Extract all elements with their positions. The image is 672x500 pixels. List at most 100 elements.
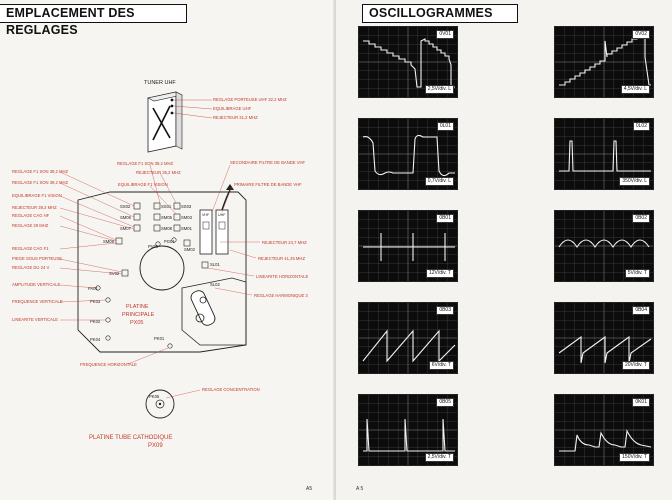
scope-calibration: 150V/div. T: [619, 453, 650, 462]
left-page: EMPLACEMENT DES REGLAGES TUNER UHF REGLA…: [0, 4, 313, 492]
left-callouts: [59, 171, 135, 321]
scope-calibration: 20V/div. T: [621, 361, 650, 370]
top-label-1: REGLAGE F1 SON 39,2 MHZ: [117, 161, 174, 166]
vhf-block: [199, 209, 213, 255]
oscillogram-0b05: 0B05 2,5V/div. T: [358, 394, 458, 466]
left-label-10: AMPLITUDE VERTICALE: [12, 282, 61, 287]
svg-text:SM05: SM05: [161, 215, 173, 220]
trace-svg: [359, 27, 457, 97]
right-label-1: REJECTEUR 24,7 MHZ: [262, 240, 307, 245]
scope-calibration: 6V/div. T: [428, 361, 454, 370]
scope-calibration: 350V/div. L: [619, 177, 650, 186]
left-label-11: FREQUENCE VERTICALE: [12, 299, 63, 304]
left-label-8: PIEGE SOUS PORTEUSE: [12, 256, 62, 261]
left-label-7: REGLAGE CAG F1: [12, 246, 49, 251]
scope-tag: 0K01: [632, 398, 650, 407]
right-label-2: REJECTEUR 41,25 MHZ: [258, 256, 305, 261]
page-number-right: A 5: [356, 486, 364, 492]
right-label-4: REGLAGE HARMONIQUE 3: [254, 293, 308, 298]
waveform-trace: [362, 134, 455, 177]
oscillogram-0v02: 0V02 4,5V/div. L: [554, 26, 654, 98]
svg-text:SS03: SS03: [181, 204, 192, 209]
platine-line-2: PRINCIPALE: [122, 312, 155, 318]
svg-text:PV01: PV01: [148, 244, 159, 249]
left-label-6: REGLAGE 29 MHZ: [12, 223, 49, 228]
svg-text:SM08: SM08: [161, 226, 173, 231]
left-label-12: LINEARITE VERTICALE: [12, 317, 58, 322]
svg-text:SL01: SL01: [210, 262, 220, 267]
scope-tag: 0L01: [436, 122, 454, 131]
waveform-trace: [559, 429, 652, 452]
oscillogram-0l01: 0L01 0,7V/div. L: [358, 118, 458, 190]
top-label-4: SECONDAIRE FILTRE DE BANDE VHF: [230, 160, 306, 165]
scope-tag: 0B04: [632, 306, 650, 315]
svg-text:PK02: PK02: [90, 319, 101, 324]
left-label-1: REGLAGE F1 SON 39,2 MHZ: [12, 169, 69, 174]
oscillogram-0b04: 0B04 20V/div. T: [554, 302, 654, 374]
page-title: EMPLACEMENT DES REGLAGES: [0, 4, 187, 37]
crt-adjust-label: REGLAGE CONCENTRATION: [202, 387, 260, 392]
svg-text:PK04: PK04: [90, 337, 101, 342]
oscillogram-0b02: 0B02 5V/div. T: [554, 210, 654, 282]
waveform-trace: [362, 329, 456, 363]
left-label-9: REGLAGE DU 24 V: [12, 265, 49, 270]
crt-code: PX09: [148, 443, 163, 449]
tuner-label-3: REJECTEUR 31,2 MHZ: [213, 115, 258, 120]
svg-text:PK03: PK03: [90, 299, 101, 304]
top-label-2: REJECTEUR 35,2 MHZ: [136, 170, 181, 175]
tuner-box: [147, 91, 183, 153]
svg-text:SM06: SM06: [120, 215, 132, 220]
tuner-title: TUNER UHF: [144, 80, 176, 86]
platine-line-3: PX05: [130, 320, 143, 326]
svg-text:VHF: VHF: [202, 213, 210, 217]
oscillogram-0k01: 0K01 150V/div. T: [554, 394, 654, 466]
waveform-trace: [558, 335, 652, 364]
trace-svg: [359, 303, 457, 373]
page-title: OSCILLOGRAMMES: [362, 4, 518, 23]
svg-text:SM02: SM02: [184, 247, 196, 252]
left-label-3: EQUILIBRAGE F1 VISION: [12, 193, 62, 198]
scope-calibration: 0,7V/div. L: [424, 177, 454, 186]
scope-tag: 0L02: [632, 122, 650, 131]
svg-text:SM07: SM07: [120, 226, 132, 231]
left-label-5: REGLAGE CAG HF: [12, 213, 50, 218]
svg-text:UHF: UHF: [218, 213, 226, 217]
right-label-3: LINEARITE HORIZONTALE: [256, 274, 308, 279]
trace-svg: [555, 27, 653, 97]
oscillogram-0l02: 0L02 350V/div. L: [554, 118, 654, 190]
svg-text:PG01: PG01: [164, 239, 175, 244]
svg-text:SM09: SM09: [103, 239, 115, 244]
scope-calibration: 4,5V/div. L: [620, 85, 650, 94]
scope-tag: 0B02: [632, 214, 650, 223]
crt-title: PLATINE TUBE CATHODIQUE: [89, 435, 172, 441]
top-label-5: PRIMAIRE FILTRE DE BANDE VHF: [234, 182, 302, 187]
bottom-label: FREQUENCE HORIZONTALE: [80, 362, 137, 367]
scope-tag: 0B05: [436, 398, 454, 407]
waveform-trace: [363, 233, 455, 261]
scope-calibration: 2,5V/div. L: [424, 85, 454, 94]
waveform-trace: [363, 38, 455, 88]
adjustment-diagram: TUNER UHF REGLAGE PORTEUSE UHF 32,2 MHZ …: [12, 80, 308, 449]
svg-text:SS02: SS02: [120, 204, 131, 209]
scope-calibration: 5V/div. T: [624, 269, 650, 278]
svg-text:PK05: PK05: [149, 394, 160, 399]
waveform-trace: [363, 418, 455, 452]
crt-base: [145, 389, 175, 419]
platine-line-1: PLATINE: [126, 304, 149, 310]
waveform-trace: [559, 140, 651, 172]
right-callouts: [207, 241, 260, 296]
svg-text:SS01: SS01: [161, 204, 172, 209]
scope-tag: 0B01: [436, 214, 454, 223]
svg-text:SV02: SV02: [109, 271, 120, 276]
top-label-3: EQUILIBRAGE F1 VISION: [118, 182, 168, 187]
tuner-label-1: REGLAGE PORTEUSE UHF 32,2 MHZ: [213, 97, 287, 102]
page-number-left: A5: [306, 486, 313, 492]
svg-text:SM01: SM01: [181, 226, 193, 231]
svg-text:SM03: SM03: [181, 215, 193, 220]
scope-calibration: 2,5V/div. T: [424, 453, 454, 462]
left-label-2: REGLAGE F1 SON 39,2 MHZ: [12, 180, 69, 185]
scope-tag: 0V02: [632, 30, 650, 39]
